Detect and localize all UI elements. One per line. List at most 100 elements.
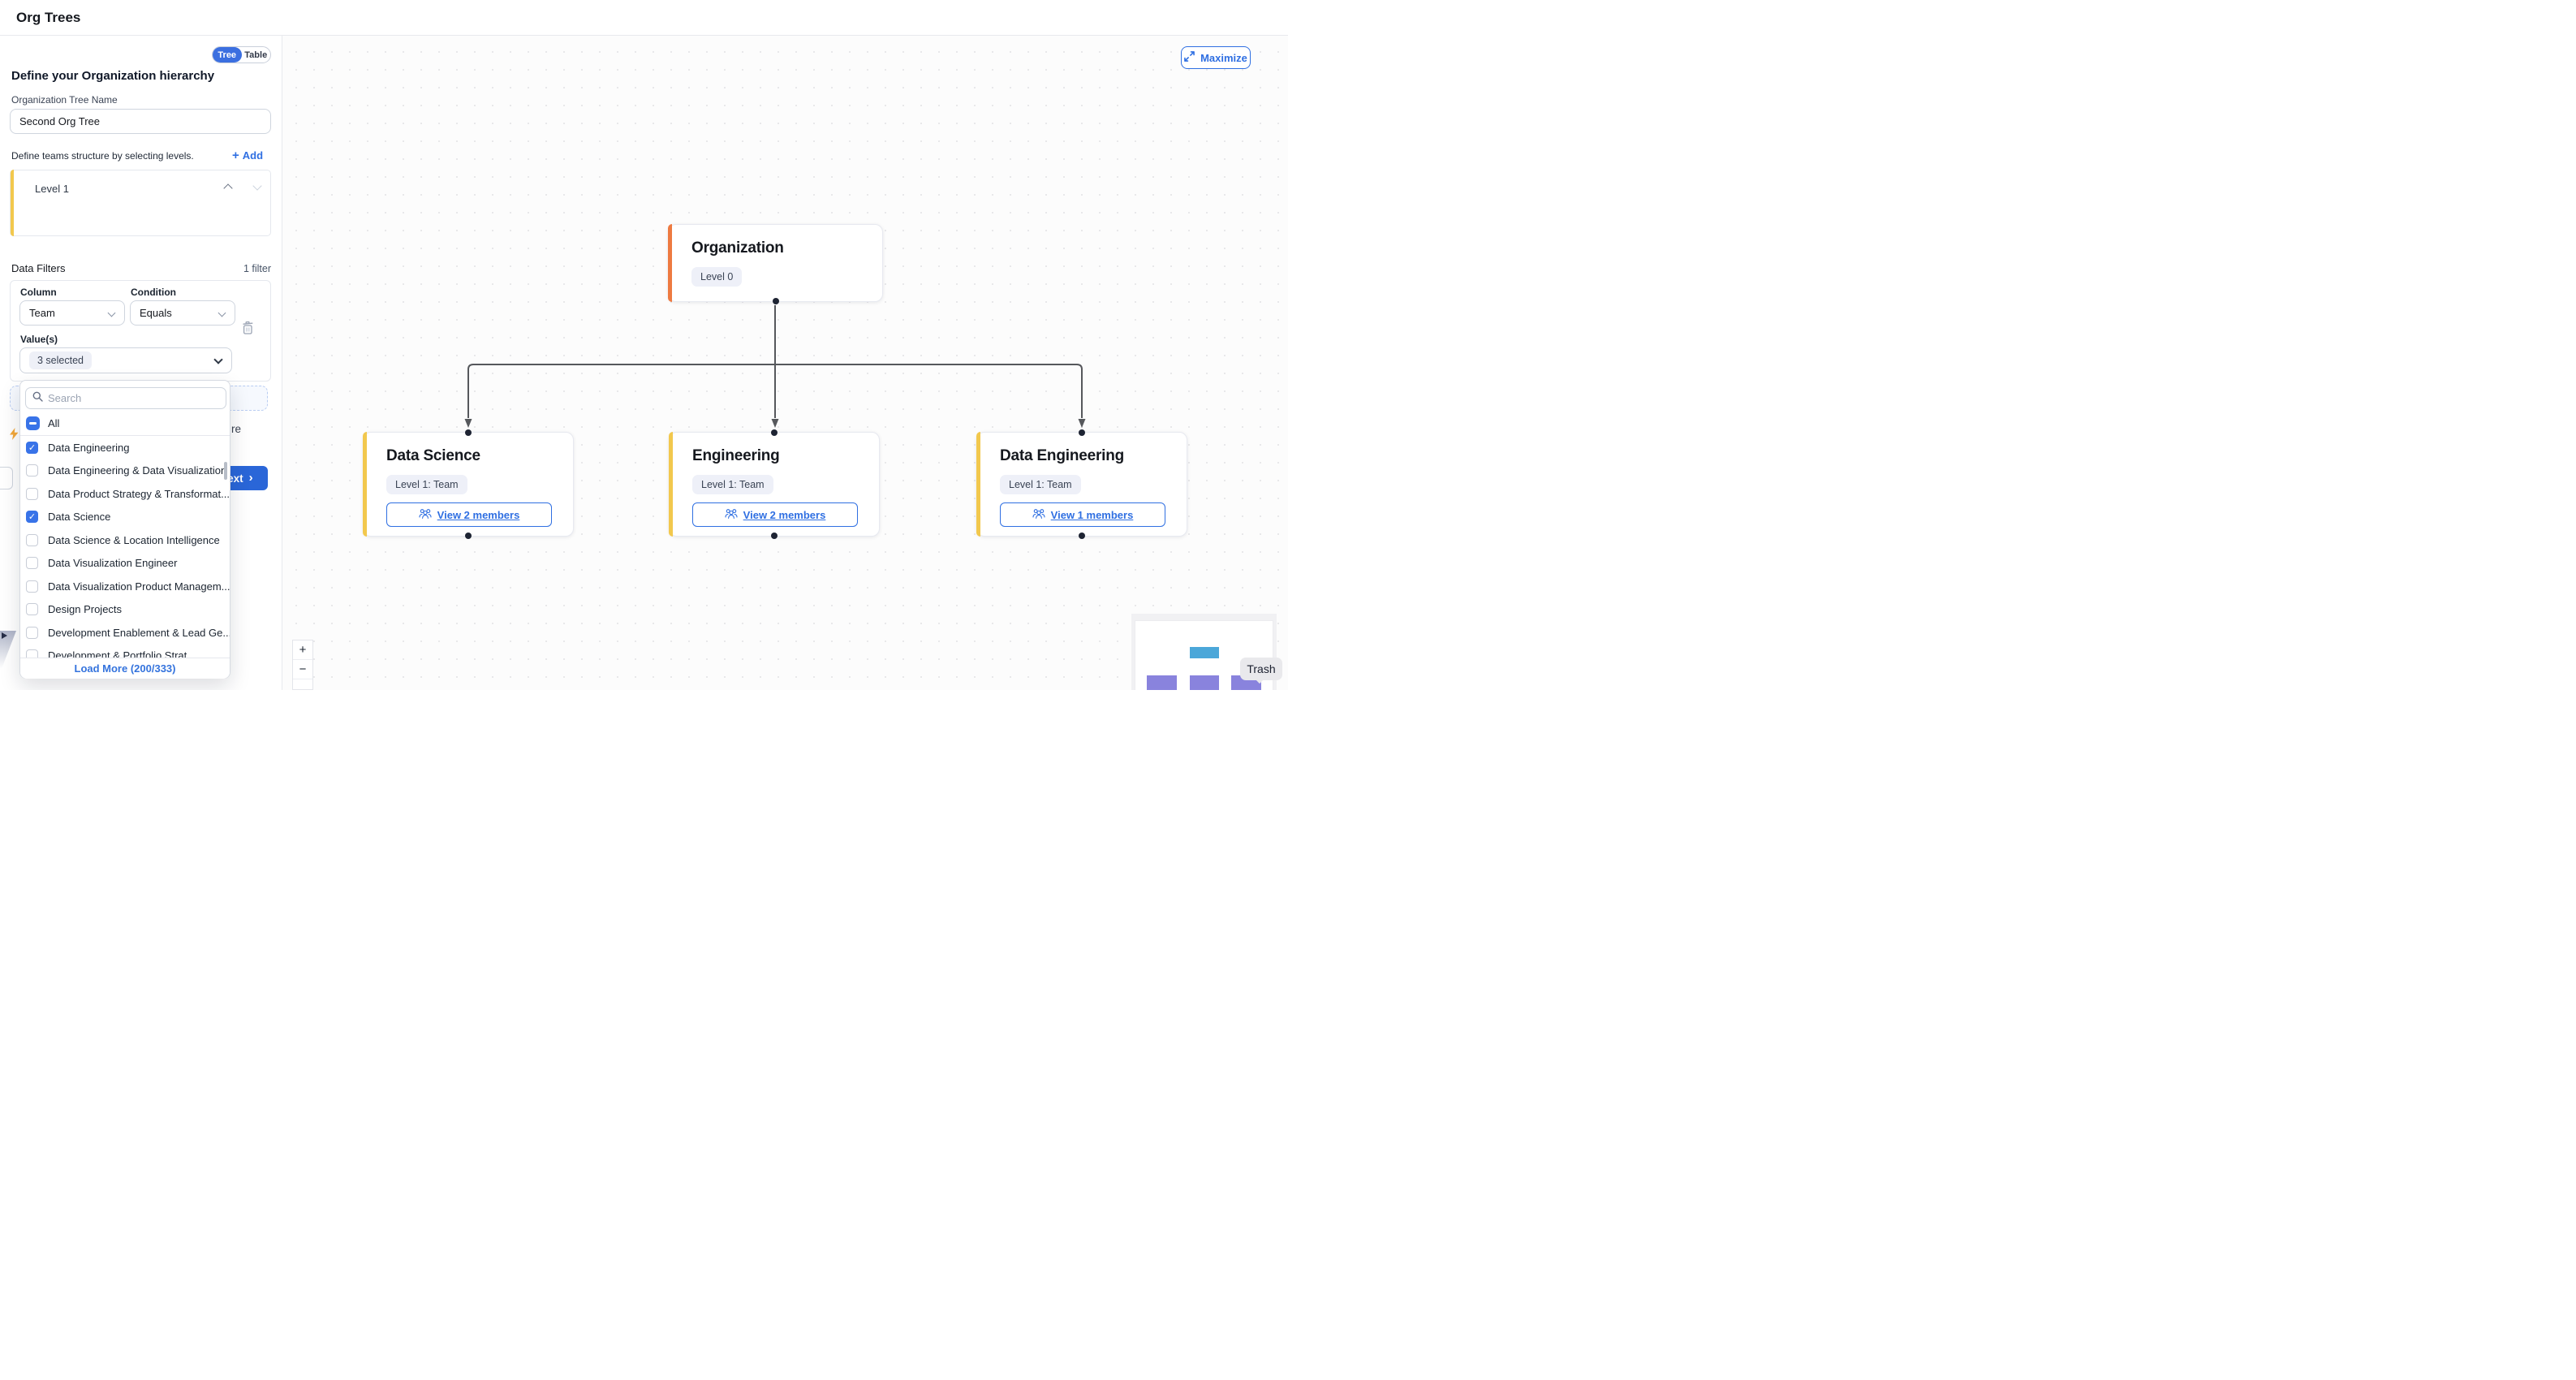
add-level-button[interactable]: + Add bbox=[232, 147, 263, 163]
org-tree-node[interactable]: Engineering Level 1: Team View 2 members bbox=[669, 429, 880, 539]
dropdown-item-label: Development & Portfolio Strat... bbox=[48, 649, 196, 658]
chevron-up-icon[interactable] bbox=[223, 183, 233, 193]
dropdown-option[interactable]: Development & Portfolio Strat... bbox=[20, 645, 230, 658]
node-accent-bar bbox=[668, 224, 672, 302]
connection-handle-bottom[interactable] bbox=[1079, 533, 1085, 539]
filter-count-badge: 1 filter bbox=[243, 263, 271, 274]
org-trees-app: Organization Level 0 Data Science Level … bbox=[0, 0, 1288, 690]
chevron-right-icon: › bbox=[248, 471, 253, 485]
node-accent-bar bbox=[976, 432, 980, 537]
toggle-table[interactable]: Table bbox=[244, 50, 268, 60]
item-checkbox[interactable] bbox=[26, 487, 38, 500]
tree-name-input[interactable] bbox=[10, 109, 271, 134]
dropdown-footer: Load More (200/333) bbox=[20, 658, 230, 679]
maximize-button[interactable]: Maximize bbox=[1181, 46, 1251, 69]
condition-select[interactable]: Equals bbox=[130, 300, 235, 326]
values-label: Value(s) bbox=[20, 334, 58, 345]
dropdown-item-label: Design Projects bbox=[48, 603, 123, 616]
node-level-badge: Level 1: Team bbox=[1000, 475, 1081, 494]
page-title: Org Trees bbox=[16, 10, 81, 25]
toggle-tree[interactable]: Tree bbox=[213, 47, 242, 63]
values-multiselect[interactable]: 3 selected bbox=[19, 347, 232, 373]
item-checkbox[interactable] bbox=[26, 533, 38, 546]
connection-handle-bottom[interactable] bbox=[465, 533, 472, 539]
dropdown-search bbox=[25, 387, 226, 409]
load-more-link[interactable]: Load More (200/333) bbox=[74, 662, 176, 675]
connection-handle-bottom[interactable] bbox=[772, 298, 779, 304]
item-checkbox[interactable] bbox=[26, 649, 38, 658]
org-tree-node[interactable]: Organization Level 0 bbox=[668, 224, 883, 304]
node-title: Data Engineering bbox=[1000, 447, 1125, 464]
column-value: Team bbox=[29, 307, 55, 319]
org-tree-node[interactable]: Data Engineering Level 1: Team View 1 me… bbox=[976, 429, 1187, 539]
dropdown-option[interactable]: Design Projects bbox=[20, 598, 230, 622]
dropdown-option[interactable]: Data Science & Location Intelligence bbox=[20, 528, 230, 552]
back-button-partial[interactable] bbox=[0, 467, 13, 489]
node-title: Data Science bbox=[386, 447, 480, 464]
item-checkbox[interactable] bbox=[26, 603, 38, 616]
indeterminate-checkbox[interactable] bbox=[26, 416, 40, 430]
view-members-button[interactable]: View 2 members bbox=[386, 502, 552, 527]
dropdown-option[interactable]: Data Engineering & Data Visualization bbox=[20, 459, 230, 483]
item-checkbox[interactable] bbox=[26, 464, 38, 477]
item-checkbox[interactable] bbox=[26, 441, 38, 454]
dropdown-item-label: Data Science bbox=[48, 511, 111, 524]
view-members-button[interactable]: View 2 members bbox=[692, 502, 858, 527]
dropdown-option[interactable]: Data Science bbox=[20, 506, 230, 529]
connection-handle-top[interactable] bbox=[465, 429, 472, 436]
item-checkbox[interactable] bbox=[26, 557, 38, 570]
filter-card: Column Condition Team Equals Value(s) 3 … bbox=[10, 280, 271, 382]
zoom-out-button[interactable]: − bbox=[293, 660, 312, 679]
app-header: Org Trees bbox=[0, 0, 1288, 36]
dropdown-option[interactable]: Data Visualization Product Managem... bbox=[20, 575, 230, 598]
levels-hint: Define teams structure by selecting leve… bbox=[11, 150, 194, 162]
tree-name-label: Organization Tree Name bbox=[11, 94, 118, 106]
level-accent-bar bbox=[11, 170, 14, 236]
column-select[interactable]: Team bbox=[19, 300, 125, 326]
add-label: Add bbox=[242, 149, 264, 162]
connection-handle-top[interactable] bbox=[771, 429, 778, 436]
minimap-node-organization bbox=[1190, 647, 1219, 658]
search-input[interactable] bbox=[48, 392, 219, 404]
connection-handle-top[interactable] bbox=[1079, 429, 1085, 436]
members-icon bbox=[1032, 508, 1045, 521]
select-all-label: All bbox=[48, 417, 60, 429]
expand-icon bbox=[1184, 51, 1195, 64]
chevron-down-icon bbox=[107, 308, 116, 317]
dropdown-option[interactable]: Data Visualization Engineer bbox=[20, 552, 230, 576]
values-dropdown: All Data Engineering Data Engineering & … bbox=[19, 380, 230, 679]
data-filters-heading: Data Filters bbox=[11, 262, 66, 274]
members-icon bbox=[419, 508, 432, 521]
dropdown-option[interactable]: Development Enablement & Lead Ge... bbox=[20, 621, 230, 645]
org-tree-node[interactable]: Data Science Level 1: Team View 2 member… bbox=[363, 429, 574, 539]
item-checkbox[interactable] bbox=[26, 580, 38, 593]
node-accent-bar bbox=[669, 432, 673, 537]
scrollbar-thumb[interactable] bbox=[224, 462, 227, 480]
node-accent-bar bbox=[363, 432, 367, 537]
trash-tooltip: Trash bbox=[1240, 658, 1282, 680]
dropdown-item-label: Data Visualization Product Managem... bbox=[48, 580, 230, 593]
view-members-button[interactable]: View 1 members bbox=[1000, 502, 1165, 527]
dropdown-item-label: Data Visualization Engineer bbox=[48, 557, 178, 570]
select-all-row[interactable]: All bbox=[20, 412, 230, 435]
dropdown-option[interactable]: Data Engineering bbox=[20, 436, 230, 459]
chevron-down-icon[interactable] bbox=[252, 181, 262, 191]
remove-filter-button[interactable] bbox=[241, 320, 257, 338]
zoom-in-button[interactable]: + bbox=[293, 640, 312, 660]
minimap-node-team bbox=[1190, 675, 1219, 690]
dropdown-option-list: Data Engineering Data Engineering & Data… bbox=[20, 436, 230, 658]
dropdown-option[interactable]: Data Product Strategy & Transformat... bbox=[20, 482, 230, 506]
members-label: View 2 members bbox=[743, 508, 826, 521]
item-checkbox[interactable] bbox=[26, 626, 38, 639]
members-icon bbox=[725, 508, 738, 521]
item-checkbox[interactable] bbox=[26, 511, 38, 524]
divider bbox=[20, 435, 230, 436]
connection-handle-bottom[interactable] bbox=[771, 533, 778, 539]
condition-label: Condition bbox=[131, 287, 176, 298]
flow-canvas[interactable] bbox=[282, 36, 1288, 690]
lightning-icon bbox=[10, 428, 19, 444]
members-label: View 2 members bbox=[437, 508, 520, 521]
node-title: Engineering bbox=[692, 447, 780, 464]
play-icon bbox=[2, 632, 7, 639]
dropdown-item-label: Development Enablement & Lead Ge... bbox=[48, 626, 230, 639]
